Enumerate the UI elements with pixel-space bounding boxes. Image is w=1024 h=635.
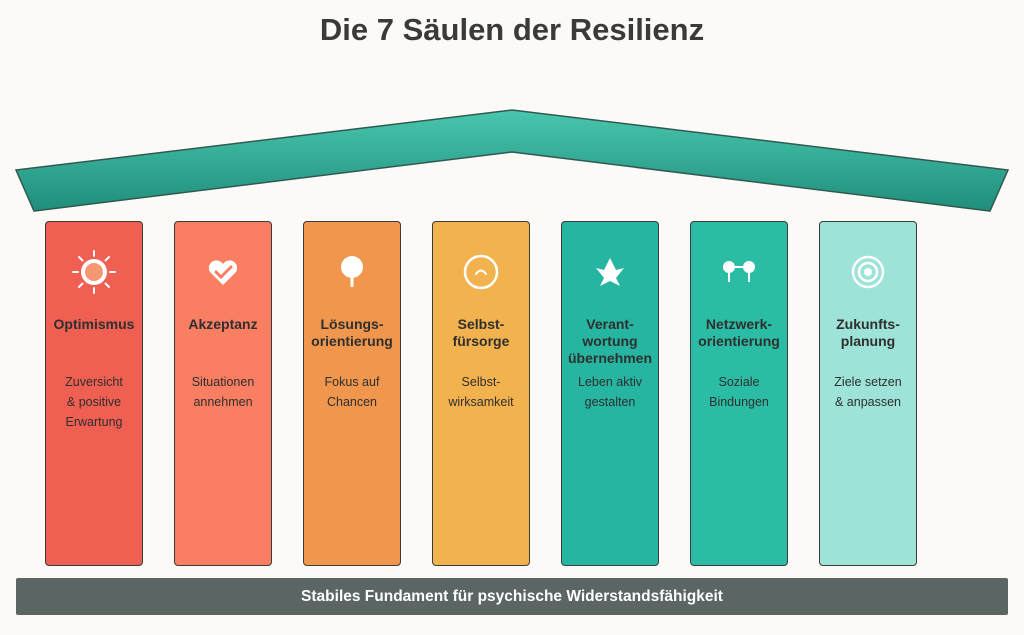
pillar-akzeptanz: Akzeptanz Situationen annehmen xyxy=(174,221,272,566)
pillar-name: Akzeptanz xyxy=(188,316,258,332)
pillar-description: Fokus auf Chancen xyxy=(324,375,380,409)
pillar-name: Lösungs- orientierung xyxy=(311,316,393,349)
pillar-description: Selbst- wirksamkeit xyxy=(448,375,514,409)
pillar-description: Situationen annehmen xyxy=(191,375,255,409)
page-title: Die 7 Säulen der Resilienz xyxy=(319,12,705,47)
pillar-zukunftsplanung: Zukunfts- planung Ziele setzen & anpasse… xyxy=(819,221,917,566)
pillar-description: Leben aktiv gestalten xyxy=(578,375,642,409)
smile-icon xyxy=(433,250,529,294)
pillar-description: Zuversicht & positive Erwartung xyxy=(65,375,123,429)
pillar-name: Verant- wortung übernehmen xyxy=(567,316,652,366)
sun-icon xyxy=(46,250,142,294)
pillar-verantwortung: Verant- wortung übernehmen Leben aktiv g… xyxy=(561,221,659,566)
pillar-description: Soziale Bindungen xyxy=(709,375,769,409)
pillar-optimismus: Optimismus Zuversicht & positive Erwartu… xyxy=(45,221,143,566)
lightbulb-icon xyxy=(304,250,400,294)
pillar-name: Selbst- fürsorge xyxy=(452,316,510,349)
pillar-name: Netzwerk- orientierung xyxy=(698,316,780,349)
target-icon xyxy=(820,250,916,294)
pillar-selbstfuersorge: Selbst- fürsorge Selbst- wirksamkeit xyxy=(432,221,530,566)
pillar-name: Optimismus xyxy=(53,316,135,332)
pillar-loesungsorientierung: Lösungs- orientierung Fokus auf Chancen xyxy=(303,221,401,566)
heart-check-icon xyxy=(175,250,271,294)
pillar-netzwerkorientierung: Netzwerk- orientierung Soziale Bindungen xyxy=(690,221,788,566)
pillar-name: Zukunfts- planung xyxy=(836,316,900,349)
foundation-bar: Stabiles Fundament für psychische Widers… xyxy=(16,578,1008,615)
pillar-description: Ziele setzen & anpassen xyxy=(834,375,902,409)
roof xyxy=(14,109,1010,212)
network-icon xyxy=(691,250,787,294)
hands-icon xyxy=(562,250,658,294)
